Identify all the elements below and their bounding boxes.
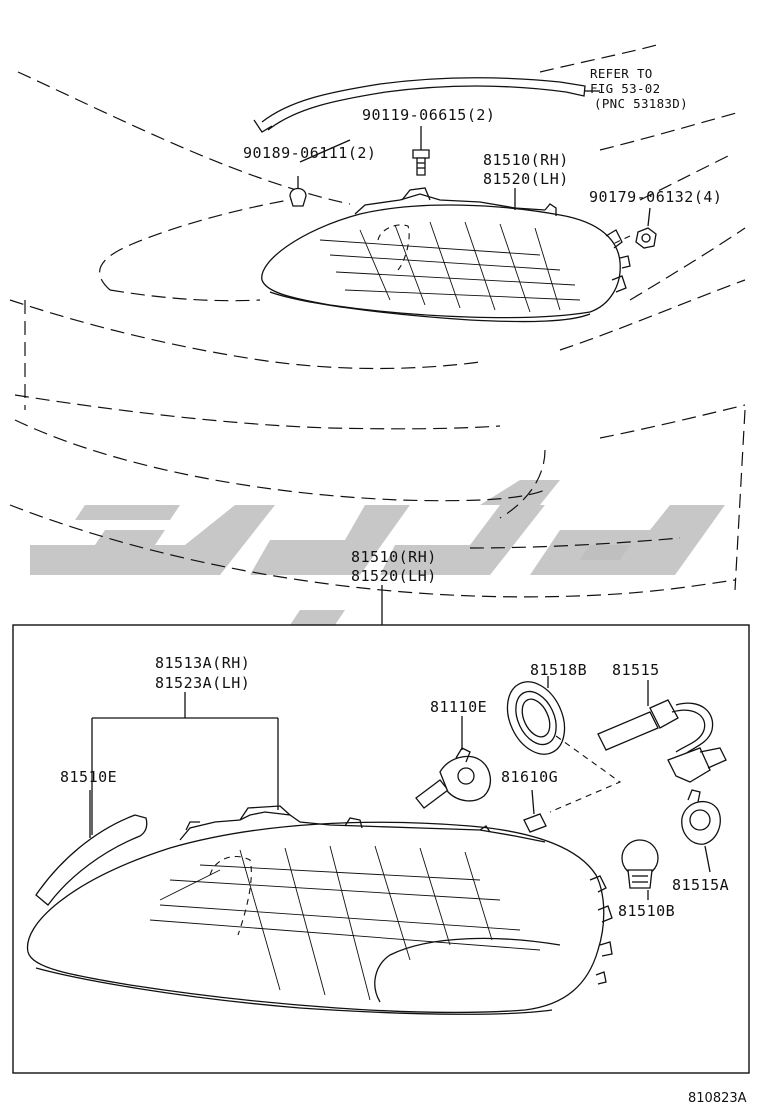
nut-icon (599, 207, 657, 251)
clip-icon (289, 139, 351, 207)
socket-wire-icon (597, 680, 727, 783)
label-lens-rh: 81513A(RH) (155, 654, 250, 672)
label-lens-lh: 81523A(LH) (155, 674, 250, 692)
label-clip: 90189-06111(2) (243, 144, 376, 162)
label-bolt: 90119-06615(2) (362, 106, 495, 124)
label-top-unit-rh: 81510(RH) (483, 151, 569, 169)
small-bulb-icon (523, 735, 622, 833)
dust-cover-icon (506, 676, 566, 755)
headlamp-top (261, 187, 631, 323)
label-dust-cover: 81518B (530, 661, 587, 679)
label-small-bulb: 81610G (501, 768, 558, 786)
reflector-strip (35, 790, 148, 906)
label-signal-bulb: 81510B (618, 902, 675, 920)
watermark-logo (30, 480, 725, 625)
label-nut: 90179-06132(4) (589, 188, 722, 206)
label-mid-unit-rh: 81510(RH) (351, 548, 437, 566)
refer-note-line2: FIG 53-02 (590, 81, 660, 96)
detail-frame (12, 624, 750, 1074)
vehicle-body-outline (9, 43, 746, 598)
refer-note-line3: (PNC 53183D) (594, 96, 688, 111)
label-bulb-socket: 81515A (672, 876, 729, 894)
headlamp-detail (26, 805, 613, 1015)
lens-bracket (91, 692, 279, 835)
label-top-unit-lh: 81520(LH) (483, 170, 569, 188)
figure-code: 810823A (688, 1091, 747, 1106)
bolt-icon (412, 126, 430, 176)
headlight-bulb-icon (415, 716, 491, 809)
label-reflector: 81510E (60, 768, 117, 786)
bulb-socket-icon (681, 789, 721, 873)
label-headlight-bulb: 81110E (430, 698, 487, 716)
label-socket: 81515 (612, 661, 660, 679)
signal-bulb-icon (621, 839, 659, 900)
label-mid-unit-lh: 81520(LH) (351, 567, 437, 585)
refer-note-line1: REFER TO (590, 66, 653, 81)
seal-strip (253, 77, 600, 133)
